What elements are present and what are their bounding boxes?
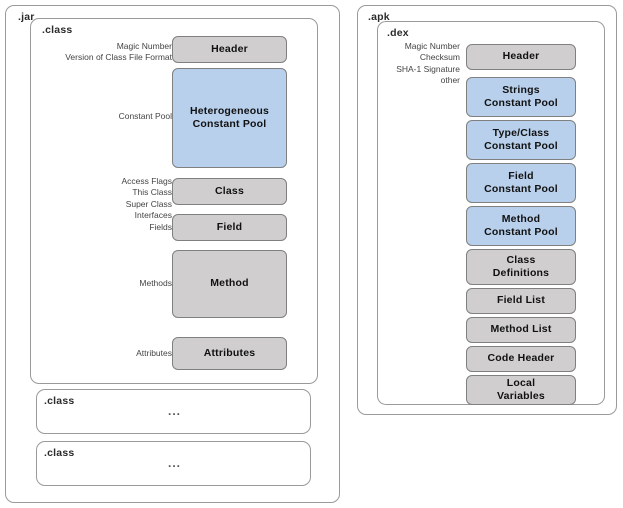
class-block-field: Field	[172, 214, 287, 241]
dex-block-header: Header	[466, 44, 576, 70]
class-stub-2-container	[36, 441, 311, 486]
annotation-attributes: Attributes	[136, 348, 172, 358]
dex-label: .dex	[387, 27, 409, 39]
annotation-fields: Fields	[149, 222, 172, 232]
dex-block-strings-constant-pool: Strings Constant Pool	[466, 77, 576, 117]
class-stub-1-ellipsis: ...	[168, 404, 182, 418]
class-block-header: Header	[172, 36, 287, 63]
class-stub-2-label: .class	[44, 447, 75, 459]
annotation-methods: Methods	[139, 278, 172, 288]
class-stub-2-ellipsis: ...	[168, 456, 182, 470]
annotation-dex-header-fields: Magic Number Checksum SHA-1 Signature ot…	[396, 41, 460, 86]
dex-block-field-constant-pool: Field Constant Pool	[466, 163, 576, 203]
class-main-label: .class	[42, 24, 73, 36]
dex-block-field-list: Field List	[466, 288, 576, 314]
dex-block-code-header: Code Header	[466, 346, 576, 372]
dex-block-method-list: Method List	[466, 317, 576, 343]
annotation-class-fields: Access Flags This Class Super Class Inte…	[121, 176, 172, 221]
class-block-heterogeneous-constant-pool: Heterogeneous Constant Pool	[172, 68, 287, 168]
dex-block-local-variables: Local Variables	[466, 375, 576, 405]
dex-block-method-constant-pool: Method Constant Pool	[466, 206, 576, 246]
dex-block-type-class-constant-pool: Type/Class Constant Pool	[466, 120, 576, 160]
class-block-attributes: Attributes	[172, 337, 287, 370]
dex-block-class-definitions: Class Definitions	[466, 249, 576, 285]
annotation-constant-pool: Constant Pool	[118, 111, 172, 121]
class-block-method: Method	[172, 250, 287, 318]
class-stub-1-container	[36, 389, 311, 434]
jar-label: .jar	[18, 11, 35, 23]
class-stub-1-label: .class	[44, 395, 75, 407]
annotation-header-fields: Magic Number Version of Class File Forma…	[65, 41, 172, 63]
apk-label: .apk	[368, 11, 390, 23]
class-block-class: Class	[172, 178, 287, 205]
